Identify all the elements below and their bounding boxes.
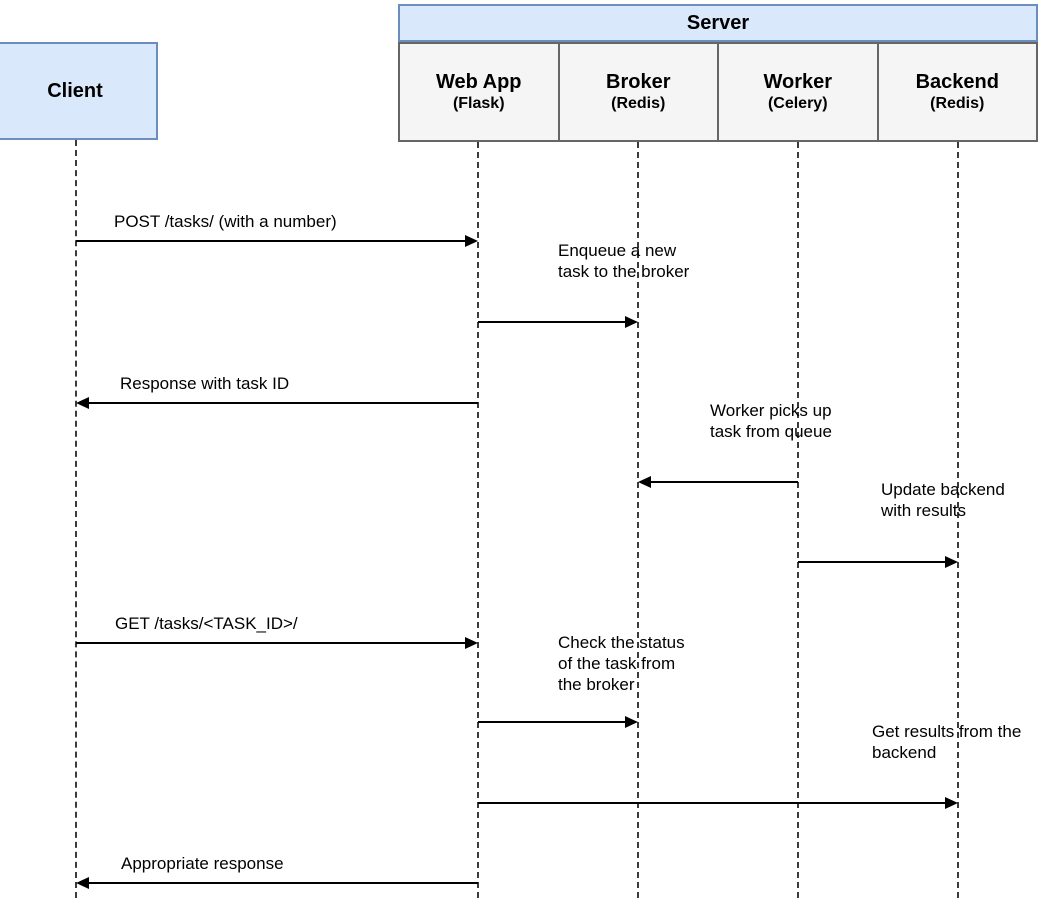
component-worker-box: Worker (Celery) <box>717 44 877 140</box>
component-backend-title: Backend <box>915 70 999 93</box>
client-label: Client <box>47 79 103 102</box>
component-broker-title: Broker <box>606 70 671 93</box>
message-arrow-line-4 <box>649 481 798 483</box>
message-arrowhead-7 <box>625 716 638 728</box>
message-arrow-line-8 <box>478 802 947 804</box>
lifeline-client <box>75 140 77 898</box>
message-arrowhead-8 <box>945 797 958 809</box>
message-label-6: GET /tasks/<TASK_ID>/ <box>115 614 298 633</box>
component-webapp-subtitle: (Flask) <box>452 94 505 112</box>
message-arrowhead-3 <box>76 397 89 409</box>
message-label-7: Check the status of the task from the br… <box>558 633 685 694</box>
message-arrow-line-3 <box>87 402 478 404</box>
lifeline-webapp <box>477 142 479 898</box>
component-webapp-box: Web App (Flask) <box>400 44 558 140</box>
component-broker-box: Broker (Redis) <box>557 44 718 140</box>
lifeline-worker <box>797 142 799 898</box>
message-label-1: POST /tasks/ (with a number) <box>114 212 337 231</box>
message-arrow-line-6 <box>76 642 467 644</box>
message-arrowhead-9 <box>76 877 89 889</box>
message-arrowhead-2 <box>625 316 638 328</box>
message-arrowhead-4 <box>638 476 651 488</box>
server-components-row: Web App (Flask) Broker (Redis) Worker (C… <box>398 42 1038 142</box>
component-backend-subtitle: (Redis) <box>930 94 985 112</box>
message-arrow-line-9 <box>87 882 478 884</box>
message-arrowhead-1 <box>465 235 478 247</box>
component-worker-title: Worker <box>763 70 833 93</box>
message-arrow-line-5 <box>798 561 947 563</box>
lifeline-broker <box>637 142 639 898</box>
message-label-2: Enqueue a new task to the broker <box>558 241 690 281</box>
message-label-3: Response with task ID <box>120 374 290 393</box>
message-arrow-line-2 <box>478 321 627 323</box>
message-label-9: Appropriate response <box>121 854 284 873</box>
server-container-header: Server <box>398 4 1038 42</box>
message-arrow-line-1 <box>76 240 467 242</box>
message-arrowhead-6 <box>465 637 478 649</box>
component-worker-subtitle: (Celery) <box>767 94 828 112</box>
actor-client-box: Client <box>0 42 158 140</box>
component-webapp-title: Web App <box>435 70 522 93</box>
lifeline-backend <box>957 142 959 898</box>
component-backend-box: Backend (Redis) <box>876 44 1037 140</box>
component-broker-subtitle: (Redis) <box>611 94 666 112</box>
message-label-5: Update backend with results <box>881 480 1005 520</box>
message-arrow-line-7 <box>478 721 627 723</box>
message-label-4: Worker picks up task from queue <box>710 401 832 441</box>
message-arrowhead-5 <box>945 556 958 568</box>
message-label-8: Get results from the backend <box>872 722 1022 762</box>
server-label: Server <box>686 11 750 34</box>
